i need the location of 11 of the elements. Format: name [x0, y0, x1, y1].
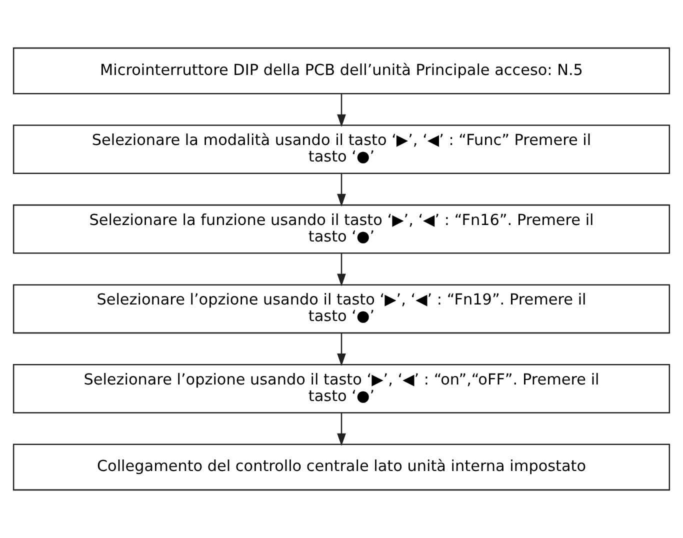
- node-box: Microinterruttore DIP della PCB dell’unità Principale acceso: N.5: [12, 47, 670, 94]
- arrow: [337, 174, 346, 207]
- arrow: [337, 94, 346, 128]
- node-box: Selezionare la modalità usando il tasto ‘▶’, ‘◀’ : “Func” Premere il tasto ‘●’: [12, 124, 670, 174]
- arrow: [337, 254, 346, 286]
- node-box: Collegamento del controllo centrale lato unità interna impostato: [12, 444, 670, 491]
- arrow: [337, 412, 346, 446]
- node-box: Selezionare la funzione usando il tasto ‘▶’, ‘◀’ : “Fn16”. Premere il tasto ‘●’: [12, 204, 670, 254]
- arrow: [337, 333, 346, 366]
- node-box: Selezionare l’opzione usando il tasto ‘▶’, ‘◀’ : “on”,“oFF”. Premere il tasto ‘●’: [12, 364, 670, 414]
- node-box: Selezionare l’opzione usando il tasto ‘▶’, ‘◀’ : “Fn19”. Premere il tasto ‘●’: [12, 284, 670, 334]
